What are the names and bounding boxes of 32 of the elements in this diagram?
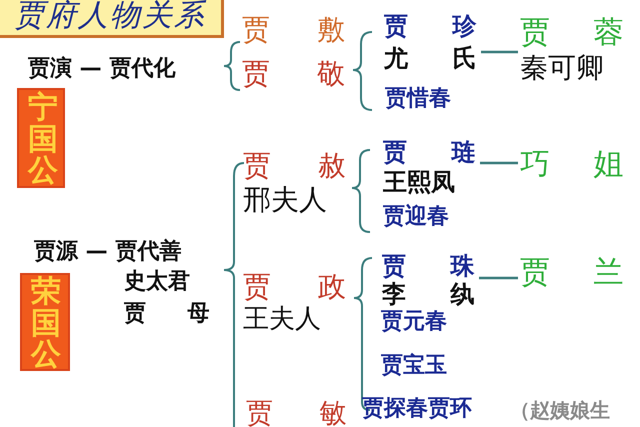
name-text: 贾 蓉: [520, 18, 624, 48]
seal-box: 荣国公: [20, 273, 70, 371]
name-text: 贾 兰: [520, 258, 624, 288]
name-text: 王熙凤: [383, 170, 455, 194]
name-text: 贾 母: [124, 303, 210, 325]
name-text: 史太君: [124, 271, 190, 293]
name-text: 贾 敷: [242, 16, 345, 44]
name-text: 贾惜春: [385, 88, 451, 110]
name-text: 贾 珠: [382, 254, 474, 278]
name-text: 贾 政: [243, 273, 346, 301]
name-text: 秦可卿: [520, 54, 604, 82]
connector-line: [480, 162, 518, 164]
seal-box: 宁国公: [17, 88, 65, 188]
name-text: 贾元春: [381, 311, 447, 333]
name-text: 贾 珍: [384, 14, 476, 38]
name-text: 巧 姐: [520, 150, 624, 180]
name-text: 贾演 — 贾代化: [28, 58, 176, 80]
name-text: 王夫人: [243, 306, 321, 332]
name-text: 贾探春贾环: [362, 398, 472, 420]
name-text: 贾 赦: [243, 152, 346, 180]
name-text: 贾 敏: [246, 400, 347, 427]
connector-line: [479, 276, 518, 280]
name-text: 尤 氏: [384, 46, 476, 70]
name-text: 贾源 — 贾代善: [34, 241, 182, 263]
name-text: 贾 敬: [242, 60, 345, 88]
name-text: 贾 琏: [383, 140, 476, 164]
name-text: 邢夫人: [243, 186, 327, 214]
connector-line: [481, 50, 518, 54]
name-text: 贾迎春: [383, 206, 449, 228]
name-text: 贾宝玉: [381, 355, 447, 377]
name-text: 李 纨: [382, 282, 474, 306]
name-text: （赵姨娘生: [510, 400, 610, 420]
